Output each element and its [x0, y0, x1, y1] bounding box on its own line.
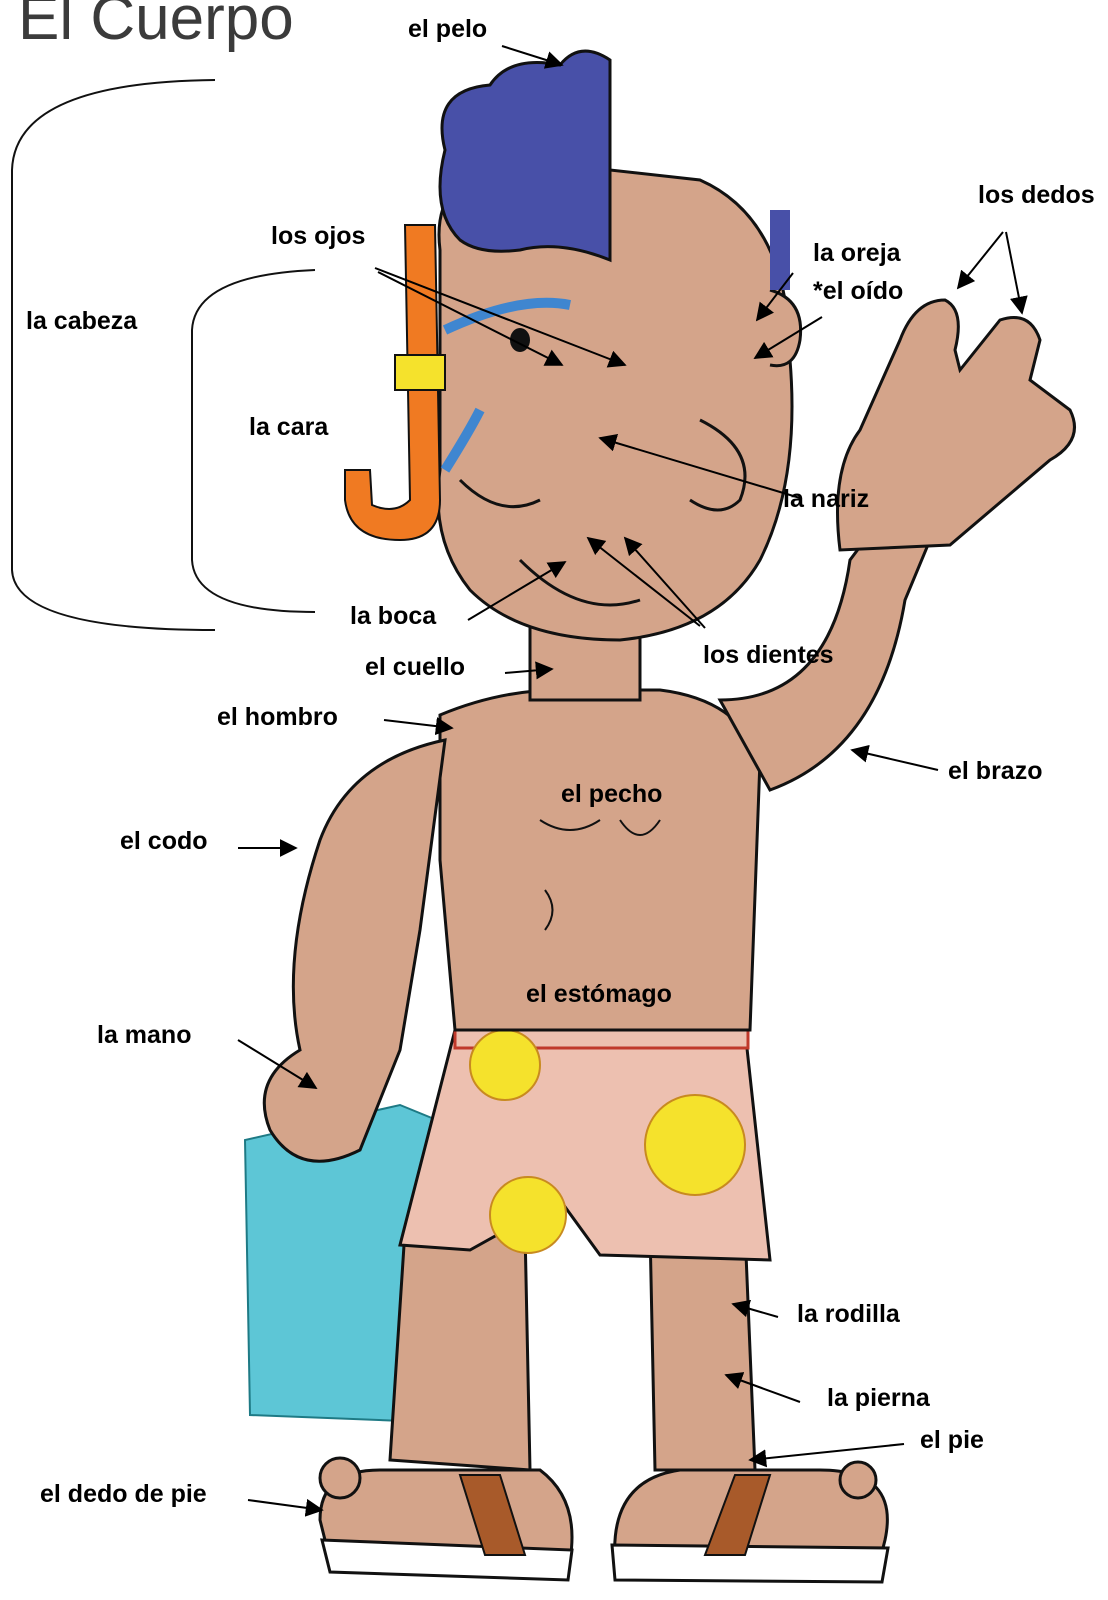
label-dientes: los dientes	[703, 643, 834, 668]
label-estomago: el estómago	[526, 982, 672, 1007]
label-dedos: los dedos	[978, 183, 1095, 208]
bracket-cara	[192, 270, 315, 612]
toe	[320, 1458, 360, 1498]
label-hombro: el hombro	[217, 705, 338, 730]
polka-dot	[645, 1095, 745, 1195]
label-oreja: la oreja	[813, 241, 901, 266]
hand	[838, 300, 1075, 550]
toe	[840, 1462, 876, 1498]
label-pierna: la pierna	[827, 1386, 930, 1411]
arrow-dedos-1	[958, 232, 1003, 288]
label-cabeza: la cabeza	[26, 309, 137, 334]
page-title: El Cuerpo	[18, 0, 294, 50]
arrow-dedo-pie	[248, 1500, 322, 1510]
label-rodilla: la rodilla	[797, 1302, 900, 1327]
arrow-pie	[750, 1444, 904, 1460]
bracket-cabeza	[12, 80, 215, 630]
label-boca: la boca	[350, 604, 436, 629]
hair-back	[770, 210, 790, 290]
label-mano: la mano	[97, 1023, 191, 1048]
label-nariz: la nariz	[783, 487, 869, 512]
label-oido: *el oído	[813, 279, 903, 304]
arrow-brazo	[852, 750, 938, 770]
torso	[440, 690, 760, 1030]
right-sandal-sole	[612, 1545, 888, 1582]
snorkel-clip	[395, 355, 445, 390]
arrow-dedos-2	[1006, 232, 1022, 313]
left-arm	[264, 740, 445, 1161]
hair	[440, 51, 610, 260]
label-pie: el pie	[920, 1428, 984, 1453]
left-leg	[390, 1230, 530, 1470]
label-cuello: el cuello	[365, 655, 465, 680]
label-pelo: el pelo	[408, 17, 487, 42]
label-brazo: el brazo	[948, 759, 1042, 784]
label-dedo-pie: el dedo de pie	[40, 1482, 207, 1507]
right-leg	[650, 1230, 755, 1470]
label-ojos: los ojos	[271, 224, 365, 249]
label-cara: la cara	[249, 415, 328, 440]
ear	[770, 290, 801, 366]
label-pecho: el pecho	[561, 782, 662, 807]
polka-dot	[490, 1177, 566, 1253]
polka-dot	[470, 1030, 540, 1100]
label-codo: el codo	[120, 829, 208, 854]
